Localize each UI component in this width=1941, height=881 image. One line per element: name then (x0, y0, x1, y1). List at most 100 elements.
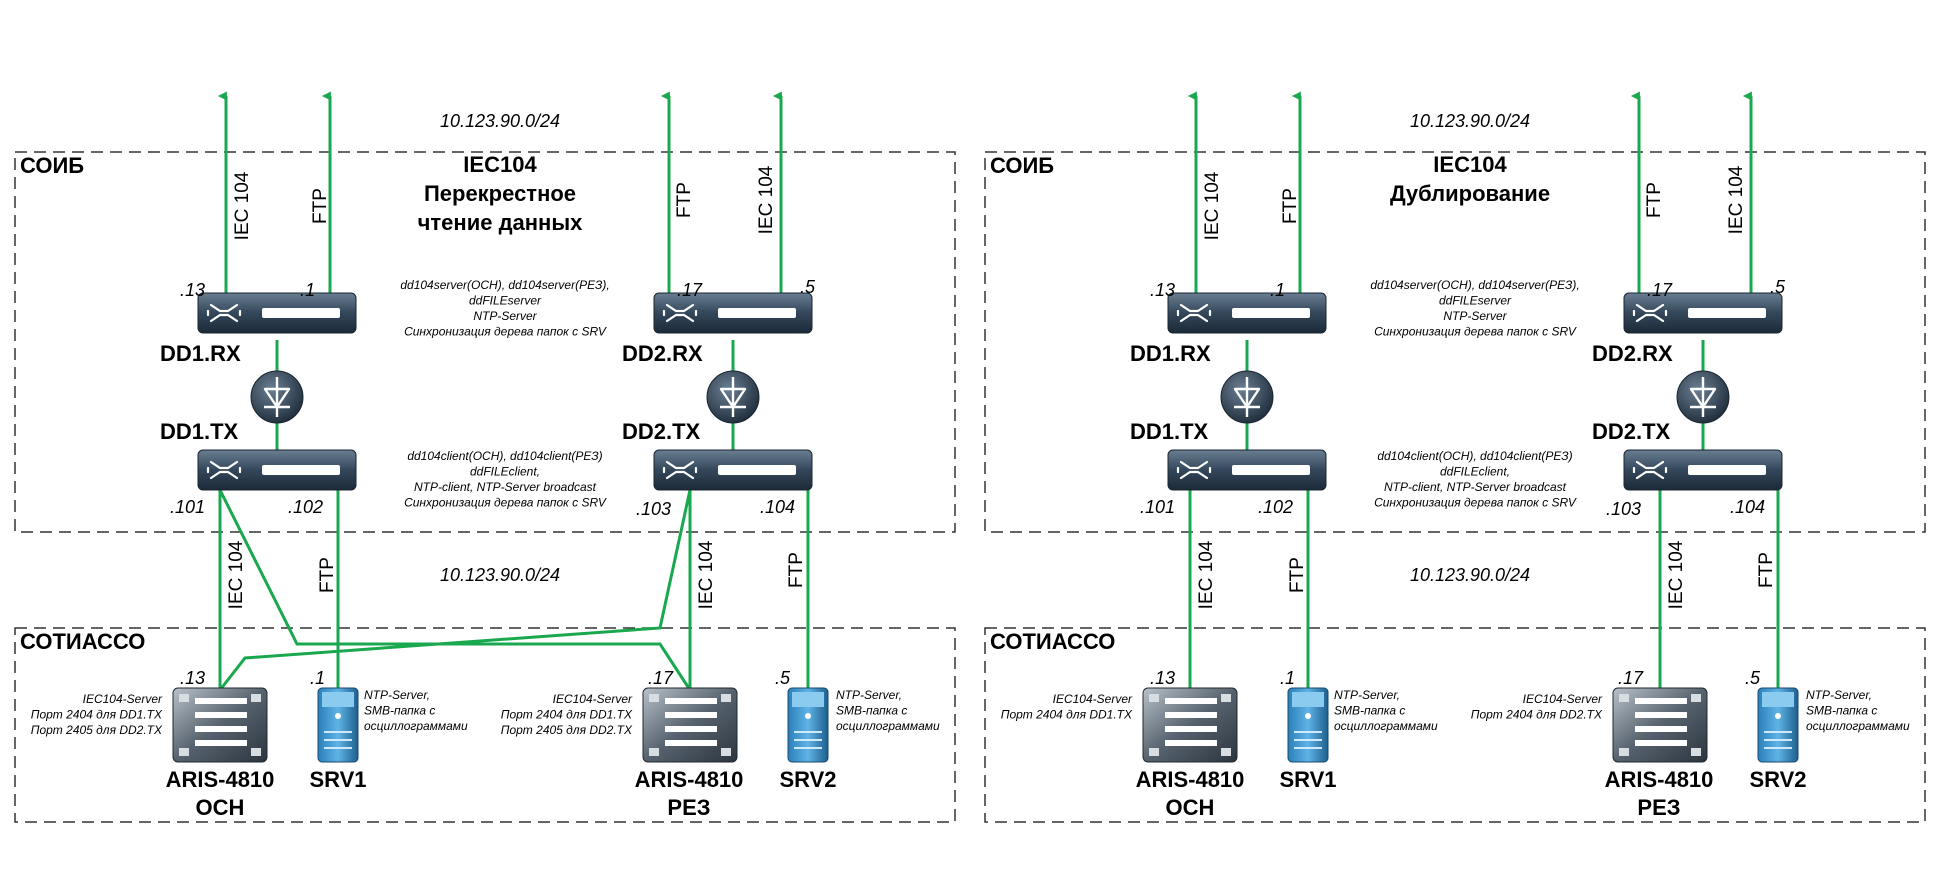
dd1-tx-name: DD1.TX (160, 419, 239, 444)
srv1-name: SRV1 (309, 767, 366, 792)
protocol-label: IEC 104 (696, 540, 717, 609)
device-corner (1149, 694, 1159, 702)
zone-soib-label: СОИБ (990, 153, 1054, 178)
dd2-rx-name: DD2.RX (1592, 341, 1673, 366)
server-led (805, 713, 811, 719)
device-panel-stripe (665, 726, 717, 732)
subnet-top: 10.123.90.0/24 (1410, 111, 1530, 131)
switch-icon (1632, 460, 1668, 480)
switch-icon-arrows (206, 303, 242, 323)
ip-label: .5 (775, 668, 791, 688)
aris1-note: IEC104-Server (1053, 692, 1133, 706)
ip-label: .17 (648, 668, 674, 688)
ip-label: .1 (300, 280, 315, 300)
device-slot (262, 308, 340, 318)
device-corner (1619, 694, 1629, 702)
ip-label: .1 (1270, 280, 1285, 300)
device-corner (721, 748, 731, 756)
device-panel-stripe (195, 740, 247, 746)
device-corner (179, 694, 189, 702)
cross-link-dd1-aris2 (218, 489, 692, 691)
aris2-note: IEC104-Server (1523, 692, 1603, 706)
aris2-note: Порт 2404 для DD2.TX (1471, 708, 1603, 722)
diagram-title: чтение данных (418, 210, 584, 235)
protocol-label: IEC 104 (1202, 171, 1223, 240)
protocol-label: IEC 104 (1666, 540, 1687, 609)
switch-icon (206, 303, 242, 323)
protocol-label: FTP (317, 557, 338, 593)
switch-icon (1632, 303, 1668, 323)
srv2-name: SRV2 (779, 767, 836, 792)
ip-label: .101 (1140, 497, 1175, 517)
ip-label: .103 (636, 499, 671, 519)
rx-services-note: ddFILEserver (1439, 294, 1512, 308)
dd2-tx-switch (1623, 449, 1783, 491)
switch-icon (206, 460, 242, 480)
srv2-note: NTP-Server, (1806, 688, 1872, 702)
device-corner (721, 694, 731, 702)
device-corner (1619, 748, 1629, 756)
srv1-note: осциллограммами (1334, 719, 1438, 733)
dd2-tx-name: DD2.TX (1592, 419, 1671, 444)
protocol-label: FTP (786, 552, 807, 588)
rx-services-note: ddFILEserver (469, 294, 542, 308)
device-slot (1232, 308, 1310, 318)
aris2-name: ARIS-4810 (635, 767, 744, 792)
srv1-note: NTP-Server, (364, 688, 430, 702)
srv2-device (787, 687, 829, 763)
ip-label: .17 (1618, 668, 1644, 688)
subnet-middle: 10.123.90.0/24 (440, 565, 560, 585)
srv2-note: SMB-папка с (1806, 704, 1877, 718)
srv2-note: осциллограммами (836, 719, 940, 733)
aris1-note: Порт 2404 для DD1.TX (31, 708, 163, 722)
dd1-data-diode-icon (1220, 370, 1274, 424)
srv2-device (1757, 687, 1799, 763)
device-corner (1221, 748, 1231, 756)
switch-icon (1176, 460, 1212, 480)
srv2-name: SRV2 (1749, 767, 1806, 792)
server-led (1775, 713, 1781, 719)
protocol-label: IEC 104 (756, 165, 777, 234)
protocol-label: IEC 104 (232, 171, 253, 240)
device-panel-stripe (1635, 740, 1687, 746)
protocol-label: FTP (1644, 182, 1665, 218)
zone-soib-border (14, 151, 956, 533)
ip-label: .17 (1647, 280, 1673, 300)
aris1-name: ARIS-4810 (1136, 767, 1245, 792)
zone-sotiasso-label: СОТИАССО (990, 629, 1115, 654)
subnet-middle: 10.123.90.0/24 (1410, 565, 1530, 585)
aris2-role: РЕЗ (667, 795, 710, 820)
switch-icon-arrows (1632, 460, 1668, 480)
dd1-tx-name: DD1.TX (1130, 419, 1209, 444)
rx-services-note: NTP-Server (473, 309, 537, 323)
server-top-panel (1762, 692, 1794, 707)
device-panel-stripe (1635, 698, 1687, 704)
ip-label: .104 (1730, 497, 1765, 517)
tx-services-note: NTP-client, NTP-Server broadcast (414, 480, 597, 494)
aris1-note: Порт 2404 для DD1.TX (1001, 708, 1133, 722)
cross-link-dd2-aris1 (218, 489, 692, 691)
zone-sotiasso-border (984, 627, 1926, 823)
aris1-device (172, 687, 268, 763)
switch-icon (662, 460, 698, 480)
server-led (335, 713, 341, 719)
ip-label: .13 (180, 280, 205, 300)
tx-services-note: dd104client(ОСН), dd104client(РЕЗ) (407, 449, 602, 463)
ip-label: .13 (180, 668, 205, 688)
protocol-label: IEC 104 (1196, 540, 1217, 609)
device-corner (1691, 694, 1701, 702)
rx-services-note: dd104server(ОСН), dd104server(РЕЗ), (400, 278, 609, 292)
rx-services-note: Синхронизация дерева папок с SRV (404, 325, 607, 339)
rx-services-note: NTP-Server (1443, 309, 1507, 323)
ip-label: .5 (800, 277, 816, 297)
rx-services-note: dd104server(ОСН), dd104server(РЕЗ), (1370, 278, 1579, 292)
device-corner (1691, 748, 1701, 756)
device-panel-stripe (1165, 740, 1217, 746)
device-corner (179, 748, 189, 756)
switch-icon (1176, 303, 1212, 323)
dd1-rx-name: DD1.RX (1130, 341, 1211, 366)
server-led (1305, 713, 1311, 719)
device-panel-stripe (195, 698, 247, 704)
zone-soib-border (984, 151, 1926, 533)
device-slot (1688, 308, 1766, 318)
